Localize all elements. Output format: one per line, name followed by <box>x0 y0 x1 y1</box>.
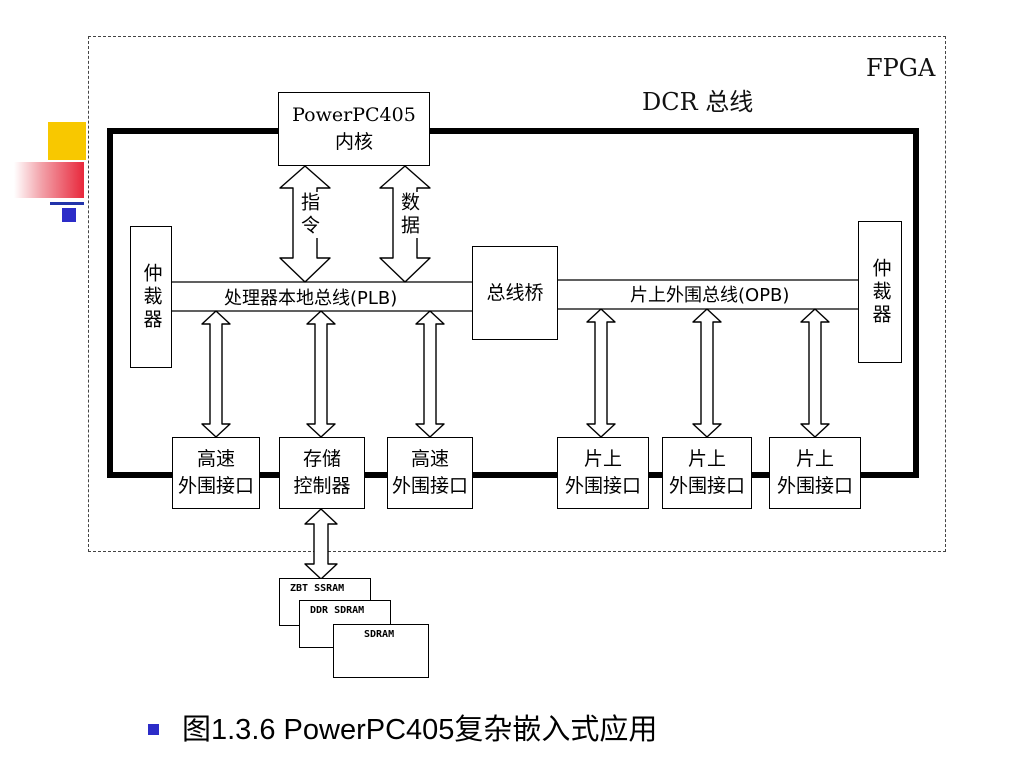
peripheral-5-line2: 外围接口 <box>668 475 745 497</box>
data-label: 数据 <box>396 192 423 238</box>
peripheral-6-line1: 片上 <box>795 448 834 470</box>
peripheral-3-line1: 高速 <box>410 448 449 470</box>
high-speed-peripheral-interface-1: 高速外围接口 <box>172 437 260 509</box>
fpga-label: FPGA <box>866 54 936 82</box>
opb-arrow-2 <box>692 308 722 438</box>
bus-bridge: 总线桥 <box>472 246 558 340</box>
powerpc405-core: PowerPC405 内核 <box>278 92 430 166</box>
on-chip-peripheral-interface-2: 片上外围接口 <box>662 437 752 509</box>
figure-caption: 图1.3.6 PowerPC405复杂嵌入式应用 <box>182 714 658 746</box>
memory-sdram: SDRAM <box>333 624 429 678</box>
fpga-boundary <box>88 36 946 552</box>
peripheral-2-line1: 存储 <box>302 448 341 470</box>
plb-arrow-1 <box>201 310 231 438</box>
dcr-bus <box>107 128 919 478</box>
memory-zbt-ssram-label: ZBT SSRAM <box>290 583 345 594</box>
on-chip-peripheral-interface-3: 片上外围接口 <box>769 437 861 509</box>
peripheral-1-line2: 外围接口 <box>177 475 254 497</box>
arbiter-right-label: 仲裁器 <box>869 257 892 327</box>
peripheral-2-line2: 控制器 <box>293 475 351 497</box>
peripheral-1-line1: 高速 <box>196 448 235 470</box>
opb-arrow-1 <box>586 308 616 438</box>
core-name: PowerPC405 <box>292 104 416 126</box>
plb-arrow-2 <box>306 310 336 438</box>
instruction-label: 指令 <box>296 192 323 238</box>
peripheral-4-line1: 片上 <box>583 448 622 470</box>
memory-arrow <box>304 508 338 580</box>
slide-accent-red-gradient <box>14 162 84 198</box>
opb-bus-label: 片上外围总线(OPB) <box>628 281 792 307</box>
peripheral-4-line2: 外围接口 <box>564 475 641 497</box>
arbiter-right: 仲裁器 <box>858 221 902 363</box>
peripheral-6-line2: 外围接口 <box>776 475 853 497</box>
memory-controller: 存储控制器 <box>279 437 365 509</box>
plb-arrow-3 <box>415 310 445 438</box>
slide-accent-yellow-square <box>48 122 86 160</box>
peripheral-5-line1: 片上 <box>687 448 726 470</box>
caption-bullet <box>148 724 159 735</box>
plb-bus-label: 处理器本地总线(PLB) <box>222 284 400 310</box>
high-speed-peripheral-interface-2: 高速外围接口 <box>387 437 473 509</box>
arbiter-left: 仲裁器 <box>130 226 172 368</box>
slide-accent-line <box>50 202 84 205</box>
dcr-bus-label: DCR 总线 <box>642 88 754 116</box>
slide-accent-blue-square <box>62 208 76 222</box>
arbiter-left-label: 仲裁器 <box>140 262 163 332</box>
core-subtitle: 内核 <box>334 131 373 153</box>
on-chip-peripheral-interface-1: 片上外围接口 <box>557 437 649 509</box>
peripheral-3-line2: 外围接口 <box>391 475 468 497</box>
memory-sdram-label: SDRAM <box>364 629 395 640</box>
opb-arrow-3 <box>800 308 830 438</box>
memory-ddr-sdram-label: DDR SDRAM <box>310 605 365 616</box>
bus-bridge-label: 总线桥 <box>486 281 544 304</box>
